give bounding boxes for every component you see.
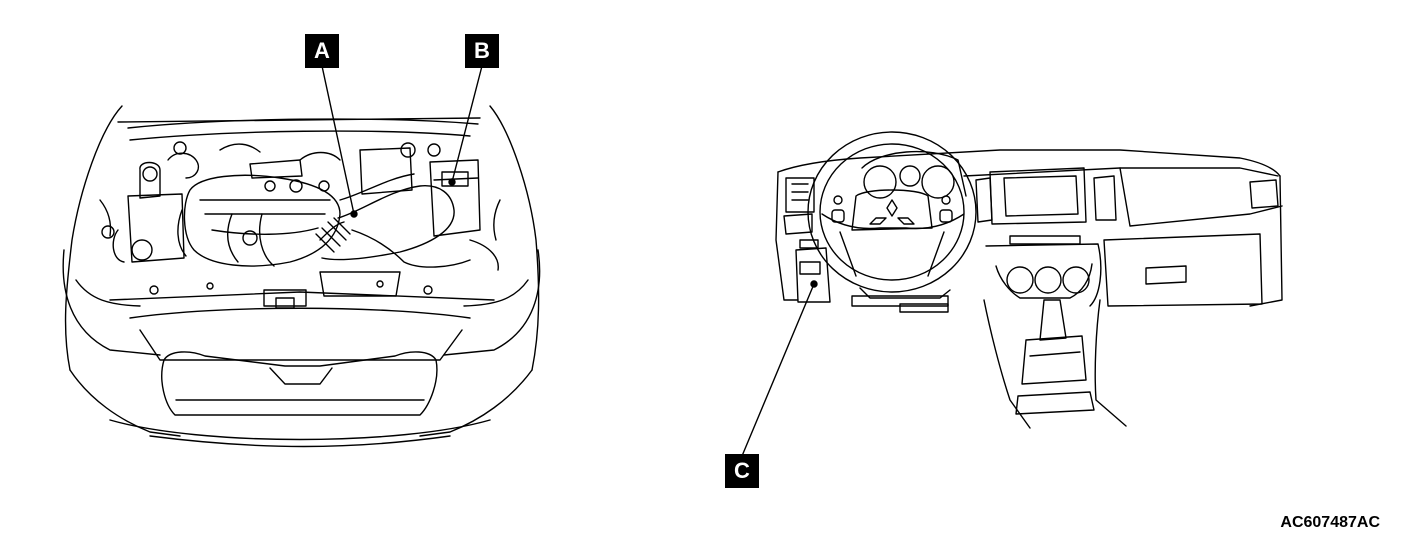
callout-b: B [465, 34, 499, 68]
leader-line-c [741, 283, 815, 457]
figure-code: AC607487AC [1280, 514, 1380, 531]
callout-a: A [305, 34, 339, 68]
dashboard-drawing [775, 131, 1283, 429]
leader-line-a [321, 65, 355, 215]
engine-compartment-drawing [62, 105, 541, 448]
leader-line-b [451, 65, 483, 183]
callout-c: C [725, 454, 759, 488]
